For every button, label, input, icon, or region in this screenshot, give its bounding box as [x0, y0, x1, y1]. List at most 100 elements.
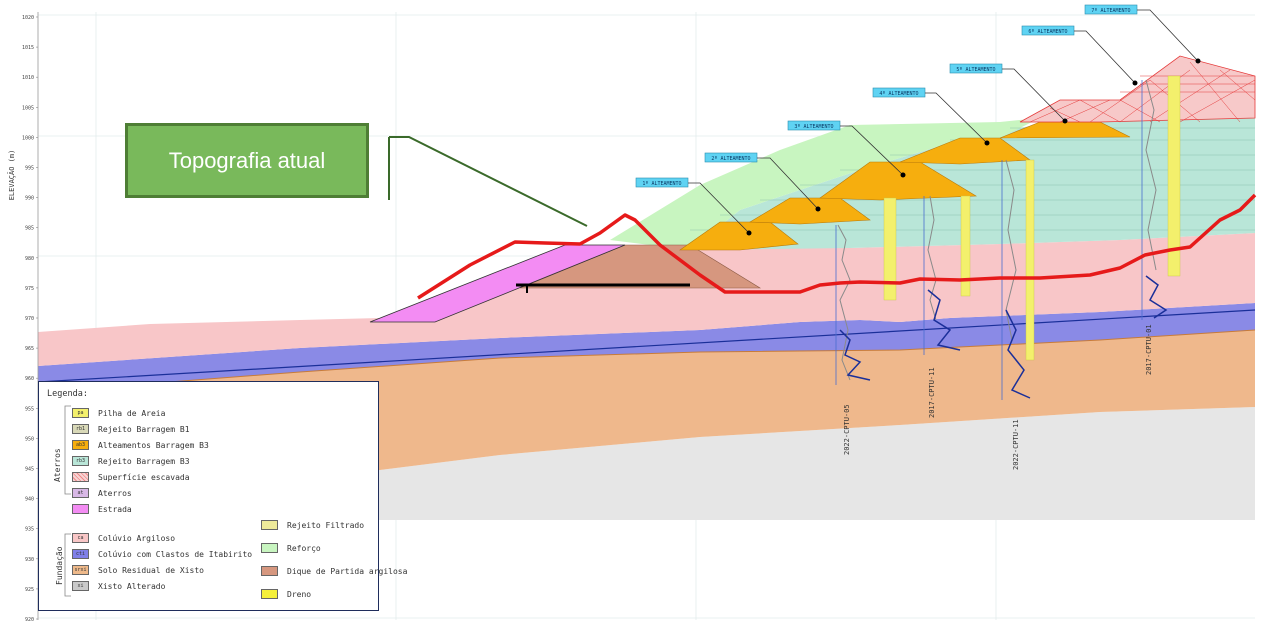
legend-swatch: ca — [72, 533, 89, 543]
legend-item: rb1 Rejeito Barragem B1 — [72, 423, 190, 435]
y-tick-label: 1000 — [22, 135, 34, 141]
legend-swatch — [72, 504, 89, 514]
legend-swatch: rb1 — [72, 424, 89, 434]
stage-labels[interactable]: 1º ALTEAMENTO 2º ALTEAMENTO 3º ALTEAMENT… — [635, 4, 1138, 188]
legend-label: Pilha de Areia — [98, 408, 166, 418]
legend-title: Legenda: — [47, 389, 88, 399]
stage-tag-5-label: 5º ALTEAMENTO — [956, 67, 995, 73]
y-tick-label: 960 — [25, 376, 34, 382]
y-ticks: 1020 1015 1010 1005 1000 995 990 985 980 975 970 96… — [22, 15, 38, 623]
y-tick-label: 995 — [25, 166, 34, 172]
y-tick-label: 1005 — [22, 105, 34, 111]
legend-item: Dreno — [261, 588, 311, 600]
y-tick-label: 980 — [25, 256, 34, 262]
stage-tag-2-label: 2º ALTEAMENTO — [711, 156, 750, 162]
superficie-escavada — [1019, 55, 1256, 123]
cptu-label-4: 2017-CPTU-01 — [1145, 324, 1153, 375]
drenos — [883, 75, 1181, 361]
legend-label: Estrada — [98, 504, 132, 514]
y-tick-label: 1020 — [22, 15, 34, 21]
topography-line — [417, 193, 1257, 300]
y-tick-label: 970 — [25, 316, 34, 322]
y-tick-label: 965 — [25, 346, 34, 352]
legend-label: Reforço — [287, 543, 321, 553]
legend-item: rb3 Rejeito Barragem B3 — [72, 455, 190, 467]
stage-tag-6-label: 6º ALTEAMENTO — [1028, 29, 1067, 35]
legend-swatch — [261, 566, 278, 576]
legend-swatch — [261, 520, 278, 530]
estrada-fill — [369, 244, 626, 323]
legend-swatch: pa — [72, 408, 89, 418]
legend-swatch — [261, 543, 278, 553]
cptu-logs — [837, 79, 1168, 399]
legend-label: Dique de Partida argilosa — [287, 566, 408, 576]
cptu-verticals — [835, 80, 1143, 400]
stage-leaders — [688, 9, 1199, 234]
legend-item: pa Pilha de Areia — [72, 407, 165, 419]
legend-item: Reforço — [261, 542, 321, 554]
stage-tag-3-label: 3º ALTEAMENTO — [794, 124, 833, 130]
legend-swatch: ab3 — [72, 440, 89, 450]
legend-item: cti Colúvio com Clastos de Itabirito — [72, 548, 252, 560]
legend-label: Colúvio com Clastos de Itabirito — [98, 549, 253, 559]
y-tick-label: 975 — [25, 286, 34, 292]
legend-label: Rejeito Barragem B1 — [98, 424, 190, 434]
legend-label: Dreno — [287, 589, 312, 599]
legend-item: at Aterros — [72, 487, 132, 499]
stage-tag-7-label: 7º ALTEAMENTO — [1091, 8, 1130, 14]
legend-swatch: rb3 — [72, 456, 89, 466]
reforco-zone — [610, 118, 1040, 250]
legend-label: Superfície escavada — [98, 472, 190, 482]
legend-label: Colúvio Argiloso — [98, 533, 176, 543]
legend-label: Rejeito Barragem B3 — [98, 456, 190, 466]
legend-item: Rejeito Filtrado — [261, 519, 364, 531]
cptu-label-1: 2022-CPTU-05 — [843, 404, 851, 455]
y-tick-label: 945 — [25, 467, 34, 473]
cptu-label-3: 2022-CPTU-11 — [1012, 419, 1020, 470]
legend-swatch: at — [72, 488, 89, 498]
legend-item: Estrada — [72, 503, 132, 515]
legend-swatch: cti — [72, 549, 89, 559]
legend-item: ca Colúvio Argiloso — [72, 532, 175, 544]
stage-tag-4-label: 4º ALTEAMENTO — [879, 91, 918, 97]
y-tick-label: 990 — [25, 196, 34, 202]
topografia-callout: Topografia atual — [125, 123, 369, 198]
y-tick-label: 930 — [25, 557, 34, 563]
legend-label: Xisto Alterado — [98, 581, 166, 591]
legend-item: ab3 Alteamentos Barragem B3 — [72, 439, 209, 451]
legend-item: srxi Solo Residual de Xisto — [72, 564, 204, 576]
legend-item: Superfície escavada — [72, 471, 190, 483]
y-tick-label: 925 — [25, 587, 34, 593]
y-tick-label: 940 — [25, 497, 34, 503]
layer-boundary-lower — [37, 329, 1256, 393]
legend-item: Dique de Partida argilosa — [261, 565, 407, 577]
legend-swatch — [72, 472, 89, 482]
y-tick-label: 920 — [25, 617, 34, 623]
callout-leader — [389, 136, 588, 227]
legend-swatch — [261, 589, 278, 599]
layer-boundary — [37, 309, 1256, 383]
coluvio-argiloso-layer — [38, 233, 1255, 366]
legend-swatch: srxi — [72, 565, 89, 575]
legend-label: Alteamentos Barragem B3 — [98, 440, 209, 450]
stage-tag-1-label: 1º ALTEAMENTO — [642, 181, 681, 187]
y-axis-label: ELEVAÇÃO (m) — [7, 150, 16, 201]
cptu-label-2: 2017-CPTU-11 — [928, 367, 936, 418]
stage-points — [746, 58, 1201, 236]
legend-swatch: xi — [72, 581, 89, 591]
legend-label: Solo Residual de Xisto — [98, 565, 204, 575]
y-tick-label: 955 — [25, 406, 34, 412]
legend-label: Aterros — [98, 488, 132, 498]
y-tick-label: 1010 — [22, 75, 34, 81]
legend-brackets — [64, 405, 71, 597]
legend-label: Rejeito Filtrado — [287, 520, 365, 530]
coluvio-itabirito-layer — [38, 303, 1255, 392]
y-tick-label: 985 — [25, 226, 34, 232]
y-tick-label: 950 — [25, 436, 34, 442]
stage-tag-1[interactable] — [635, 177, 689, 188]
y-tick-label: 935 — [25, 527, 34, 533]
y-tick-label: 1015 — [22, 45, 34, 51]
topografia-label: Topografia atual — [168, 147, 326, 173]
alteamentos — [679, 121, 1131, 251]
